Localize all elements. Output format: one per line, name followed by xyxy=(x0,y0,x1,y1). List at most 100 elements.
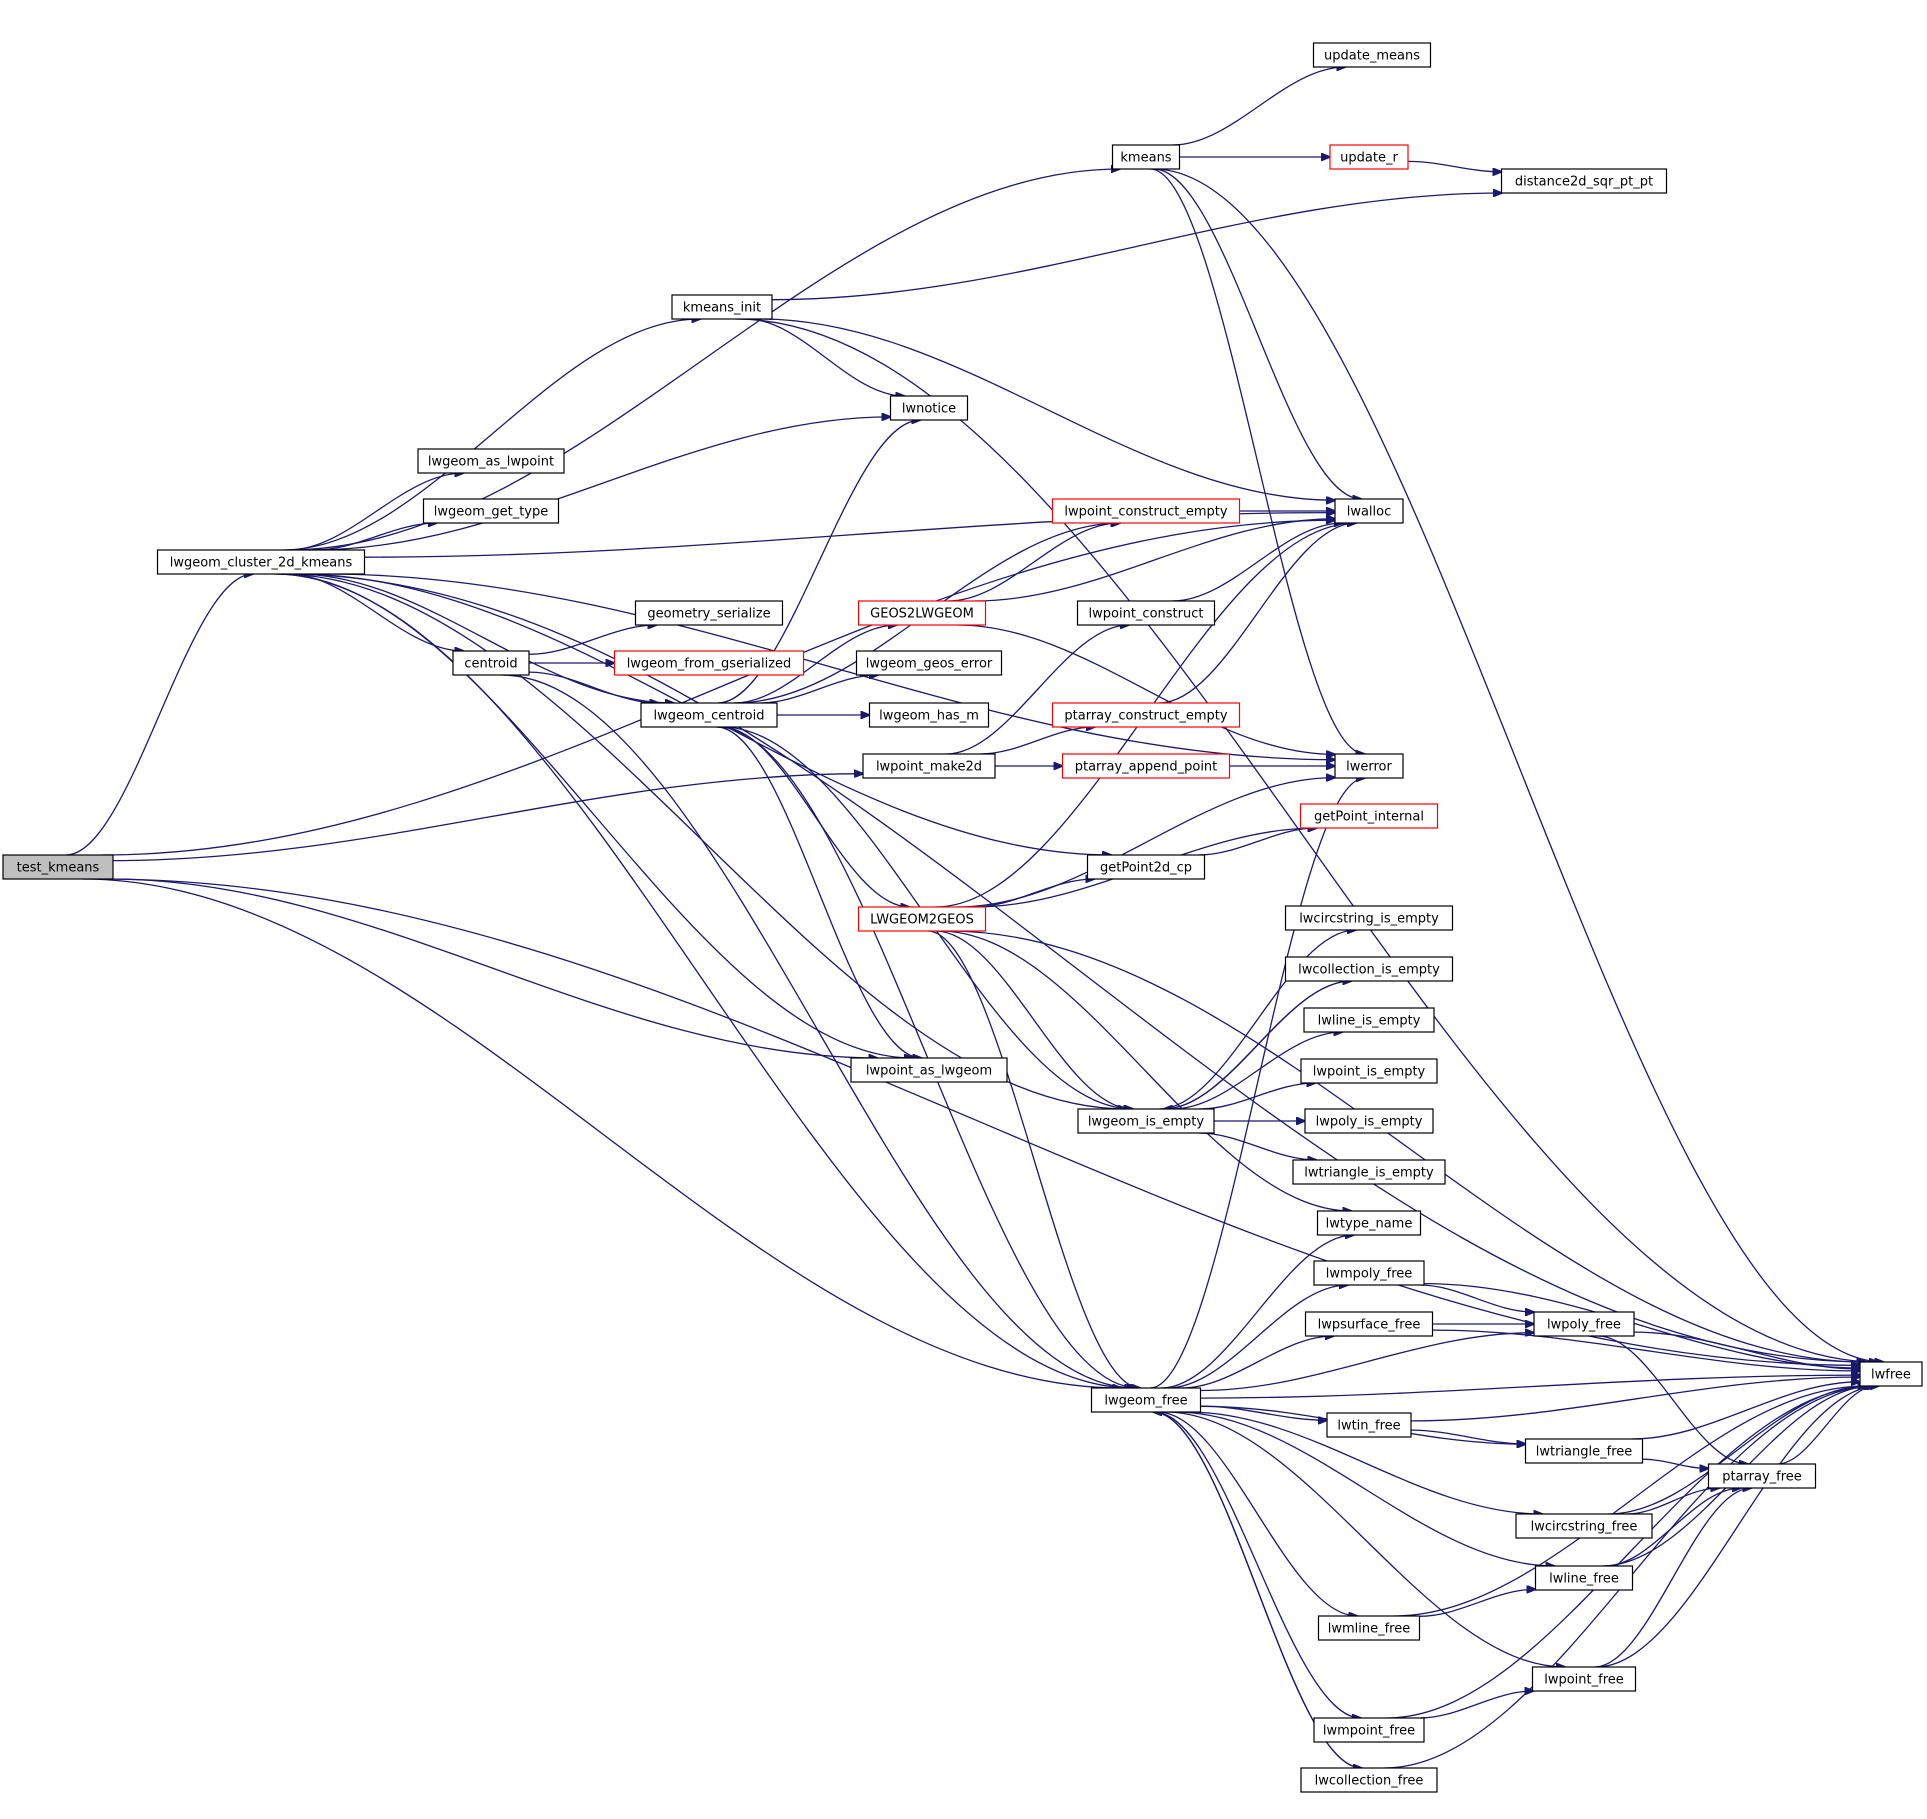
node-lwcircstring_free[interactable]: lwcircstring_free xyxy=(1515,1513,1653,1539)
node-lwpoint_make2d[interactable]: lwpoint_make2d xyxy=(862,753,996,779)
node-kmeans_init[interactable]: kmeans_init xyxy=(671,294,773,320)
node-box-lwgeom_get_type[interactable] xyxy=(422,498,560,524)
node-lwcircstring_is_empty[interactable]: lwcircstring_is_empty xyxy=(1284,905,1454,931)
node-kmeans[interactable]: kmeans xyxy=(1111,144,1181,170)
node-box-test_kmeans[interactable] xyxy=(2,854,114,880)
node-geometry_serialize[interactable]: geometry_serialize xyxy=(634,600,784,626)
node-box-lwmpoly_free[interactable] xyxy=(1313,1260,1425,1286)
node-getPoint2d_cp[interactable]: getPoint2d_cp xyxy=(1086,854,1206,880)
node-lwpoly_free[interactable]: lwpoly_free xyxy=(1533,1311,1635,1337)
node-box-GEOS2LWGEOM[interactable] xyxy=(857,600,987,626)
node-box-lwpoint_as_lwgeom[interactable] xyxy=(850,1057,1008,1083)
node-lwtype_name[interactable]: lwtype_name xyxy=(1316,1210,1422,1236)
node-lwalloc[interactable]: lwalloc xyxy=(1334,498,1404,524)
node-lwcollection_free[interactable]: lwcollection_free xyxy=(1300,1767,1438,1793)
node-box-distance2d_sqr_pt_pt[interactable] xyxy=(1500,168,1668,194)
node-lwpoint_as_lwgeom[interactable]: lwpoint_as_lwgeom xyxy=(850,1057,1008,1083)
node-box-lwpoint_is_empty[interactable] xyxy=(1300,1058,1438,1084)
node-box-geometry_serialize[interactable] xyxy=(634,600,784,626)
node-box-lwgeom_centroid[interactable] xyxy=(640,702,778,728)
node-box-getPoint2d_cp[interactable] xyxy=(1086,854,1206,880)
node-lwgeom_free[interactable]: lwgeom_free xyxy=(1090,1387,1202,1413)
node-box-lwerror[interactable] xyxy=(1334,753,1404,779)
node-box-lwtin_free[interactable] xyxy=(1326,1412,1412,1438)
node-box-lwgeom_from_gserialized[interactable] xyxy=(613,650,805,676)
node-GEOS2LWGEOM[interactable]: GEOS2LWGEOM xyxy=(857,600,987,626)
node-lwmline_free[interactable]: lwmline_free xyxy=(1317,1615,1421,1641)
node-box-lwnotice[interactable] xyxy=(889,395,969,421)
node-ptarray_construct_empty[interactable]: ptarray_construct_empty xyxy=(1051,702,1241,728)
node-LWGEOM2GEOS[interactable]: LWGEOM2GEOS xyxy=(857,906,987,932)
node-lwgeom_get_type[interactable]: lwgeom_get_type xyxy=(422,498,560,524)
node-lwgeom_as_lwpoint[interactable]: lwgeom_as_lwpoint xyxy=(417,448,565,474)
node-box-lwcollection_is_empty[interactable] xyxy=(1284,956,1454,982)
node-getPoint_internal[interactable]: getPoint_internal xyxy=(1299,803,1439,829)
node-box-LWGEOM2GEOS[interactable] xyxy=(857,906,987,932)
node-box-lwgeom_is_empty[interactable] xyxy=(1077,1108,1215,1134)
node-box-lwpsurface_free[interactable] xyxy=(1304,1311,1434,1337)
node-lwgeom_centroid[interactable]: lwgeom_centroid xyxy=(640,702,778,728)
node-box-lwmline_free[interactable] xyxy=(1317,1615,1421,1641)
node-update_r[interactable]: update_r xyxy=(1329,144,1409,170)
node-box-lwgeom_cluster_2d_kmeans[interactable] xyxy=(156,549,366,575)
node-lwgeom_from_gserialized[interactable]: lwgeom_from_gserialized xyxy=(613,650,805,676)
node-box-ptarray_append_point[interactable] xyxy=(1061,753,1231,779)
node-distance2d_sqr_pt_pt[interactable]: distance2d_sqr_pt_pt xyxy=(1500,168,1668,194)
node-lwcollection_is_empty[interactable]: lwcollection_is_empty xyxy=(1284,956,1454,982)
node-lwline_free[interactable]: lwline_free xyxy=(1534,1565,1634,1591)
node-box-lwmpoint_free[interactable] xyxy=(1313,1717,1425,1743)
node-lwgeom_cluster_2d_kmeans[interactable]: lwgeom_cluster_2d_kmeans xyxy=(156,549,366,575)
node-box-lwline_is_empty[interactable] xyxy=(1303,1007,1435,1033)
node-lwtriangle_free[interactable]: lwtriangle_free xyxy=(1524,1438,1644,1464)
node-lwfree[interactable]: lwfree xyxy=(1859,1361,1923,1387)
node-box-lwtriangle_is_empty[interactable] xyxy=(1292,1159,1446,1185)
node-box-lwtype_name[interactable] xyxy=(1316,1210,1422,1236)
node-box-update_r[interactable] xyxy=(1329,144,1409,170)
node-box-lwpoly_is_empty[interactable] xyxy=(1304,1108,1434,1134)
node-box-lwgeom_has_m[interactable] xyxy=(868,702,990,728)
node-lwmpoly_free[interactable]: lwmpoly_free xyxy=(1313,1260,1425,1286)
node-box-lwcircstring_is_empty[interactable] xyxy=(1284,905,1454,931)
node-box-ptarray_free[interactable] xyxy=(1707,1463,1817,1489)
node-update_means[interactable]: update_means xyxy=(1312,42,1432,68)
node-box-lwalloc[interactable] xyxy=(1334,498,1404,524)
node-box-lwgeom_free[interactable] xyxy=(1090,1387,1202,1413)
node-lwgeom_has_m[interactable]: lwgeom_has_m xyxy=(868,702,990,728)
node-lwgeom_is_empty[interactable]: lwgeom_is_empty xyxy=(1077,1108,1215,1134)
node-box-lwpoint_free[interactable] xyxy=(1531,1666,1637,1692)
node-box-update_means[interactable] xyxy=(1312,42,1432,68)
node-lwtriangle_is_empty[interactable]: lwtriangle_is_empty xyxy=(1292,1159,1446,1185)
node-box-lwline_free[interactable] xyxy=(1534,1565,1634,1591)
node-lwtin_free[interactable]: lwtin_free xyxy=(1326,1412,1412,1438)
node-lwpoint_construct[interactable]: lwpoint_construct xyxy=(1076,600,1216,626)
node-ptarray_append_point[interactable]: ptarray_append_point xyxy=(1061,753,1231,779)
node-lwpoly_is_empty[interactable]: lwpoly_is_empty xyxy=(1304,1108,1434,1134)
node-lwmpoint_free[interactable]: lwmpoint_free xyxy=(1313,1717,1425,1743)
node-box-ptarray_construct_empty[interactable] xyxy=(1051,702,1241,728)
node-box-getPoint_internal[interactable] xyxy=(1299,803,1439,829)
node-test_kmeans[interactable]: test_kmeans xyxy=(2,854,114,880)
node-lwpoint_free[interactable]: lwpoint_free xyxy=(1531,1666,1637,1692)
node-lwpsurface_free[interactable]: lwpsurface_free xyxy=(1304,1311,1434,1337)
node-box-lwpoint_construct[interactable] xyxy=(1076,600,1216,626)
node-lwgeom_geos_error[interactable]: lwgeom_geos_error xyxy=(855,650,1003,676)
node-box-lwgeom_geos_error[interactable] xyxy=(855,650,1003,676)
node-ptarray_free[interactable]: ptarray_free xyxy=(1707,1463,1817,1489)
node-box-lwpoint_make2d[interactable] xyxy=(862,753,996,779)
node-box-lwgeom_as_lwpoint[interactable] xyxy=(417,448,565,474)
node-centroid[interactable]: centroid xyxy=(452,650,530,676)
node-lwpoint_construct_empty[interactable]: lwpoint_construct_empty xyxy=(1051,498,1241,524)
node-lwnotice[interactable]: lwnotice xyxy=(889,395,969,421)
node-lwerror[interactable]: lwerror xyxy=(1334,753,1404,779)
node-box-kmeans_init[interactable] xyxy=(671,294,773,320)
node-box-lwpoly_free[interactable] xyxy=(1533,1311,1635,1337)
node-box-lwfree[interactable] xyxy=(1859,1361,1923,1387)
node-box-lwtriangle_free[interactable] xyxy=(1524,1438,1644,1464)
node-box-lwcollection_free[interactable] xyxy=(1300,1767,1438,1793)
node-box-lwpoint_construct_empty[interactable] xyxy=(1051,498,1241,524)
node-box-lwcircstring_free[interactable] xyxy=(1515,1513,1653,1539)
node-box-centroid[interactable] xyxy=(452,650,530,676)
node-lwpoint_is_empty[interactable]: lwpoint_is_empty xyxy=(1300,1058,1438,1084)
node-lwline_is_empty[interactable]: lwline_is_empty xyxy=(1303,1007,1435,1033)
node-box-kmeans[interactable] xyxy=(1111,144,1181,170)
